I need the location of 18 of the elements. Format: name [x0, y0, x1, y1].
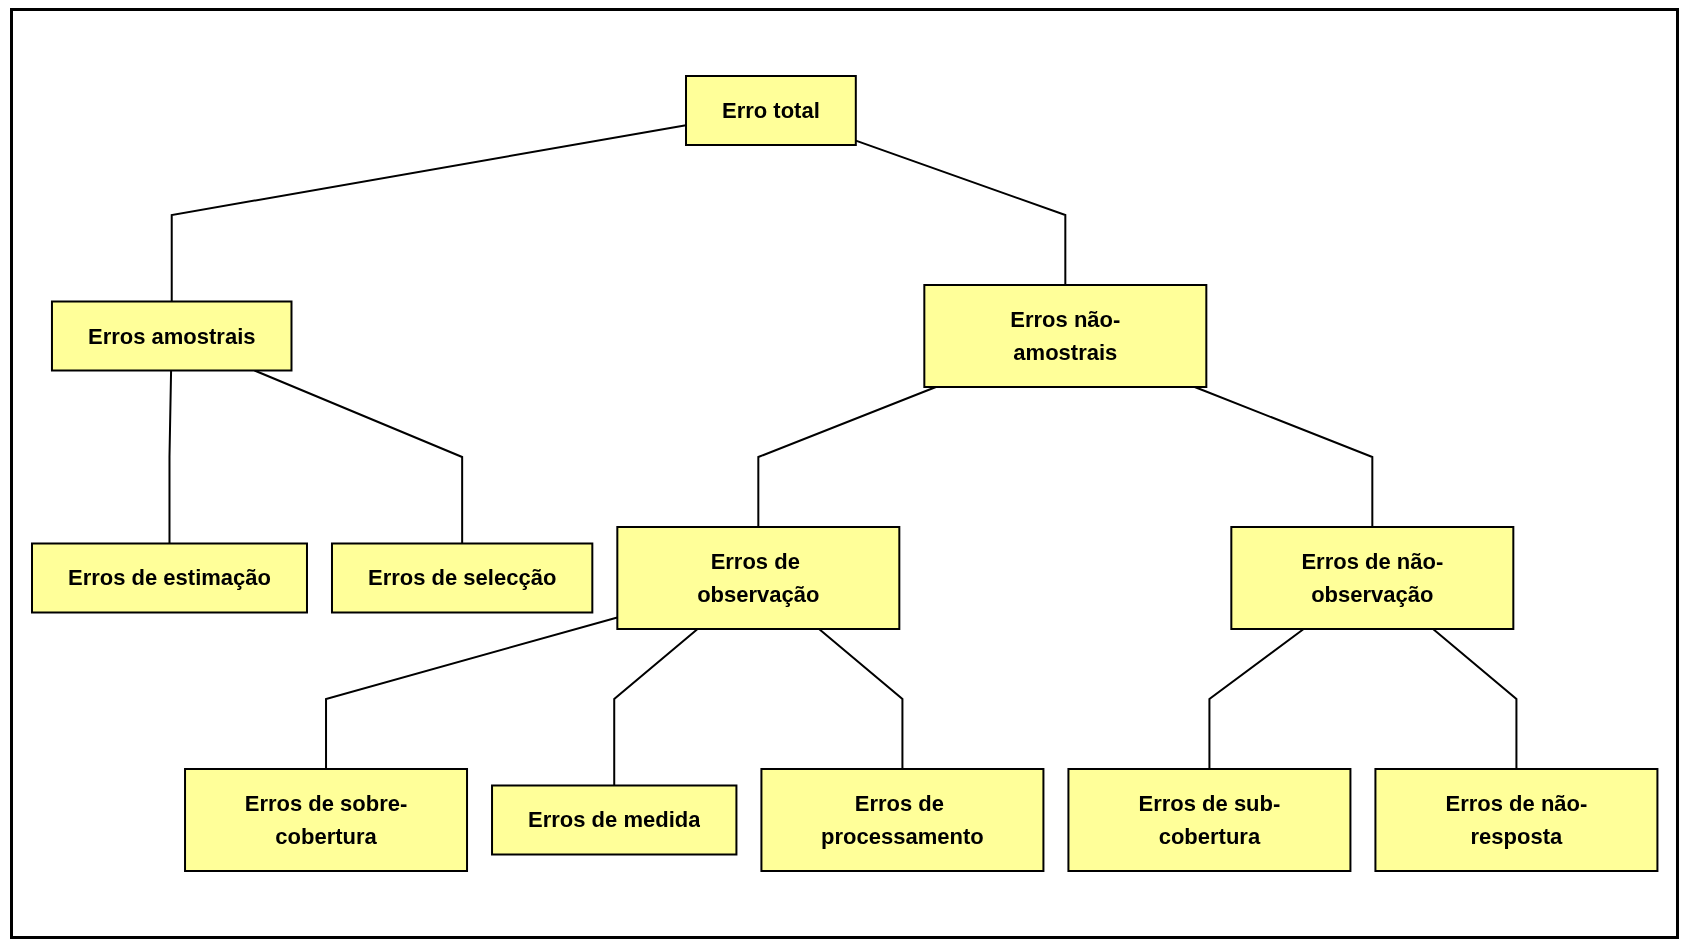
node-box: Erros de selecção: [330, 542, 594, 614]
connector: [1208, 628, 1305, 770]
connector: [1431, 628, 1518, 770]
connector: [613, 628, 699, 787]
node-box: Erros não-amostrais: [923, 284, 1208, 388]
node-box: Erros amostrais: [50, 300, 293, 372]
node-box: Erros de não-resposta: [1374, 768, 1659, 872]
connector: [757, 386, 937, 528]
node-box: Erros de observação: [616, 526, 901, 630]
connector: [168, 369, 172, 545]
node-box: Erros de medida: [490, 784, 738, 856]
node-box: Erro total: [684, 75, 857, 146]
node-box: Erros de sobre-cobertura: [183, 768, 468, 872]
node-box: Erros de processamento: [760, 768, 1045, 872]
node-box: Erros de sub-cobertura: [1067, 768, 1352, 872]
node-box: Erros de não-observação: [1230, 526, 1515, 630]
connector: [817, 628, 904, 770]
node-box: Erros de estimação: [30, 542, 308, 614]
